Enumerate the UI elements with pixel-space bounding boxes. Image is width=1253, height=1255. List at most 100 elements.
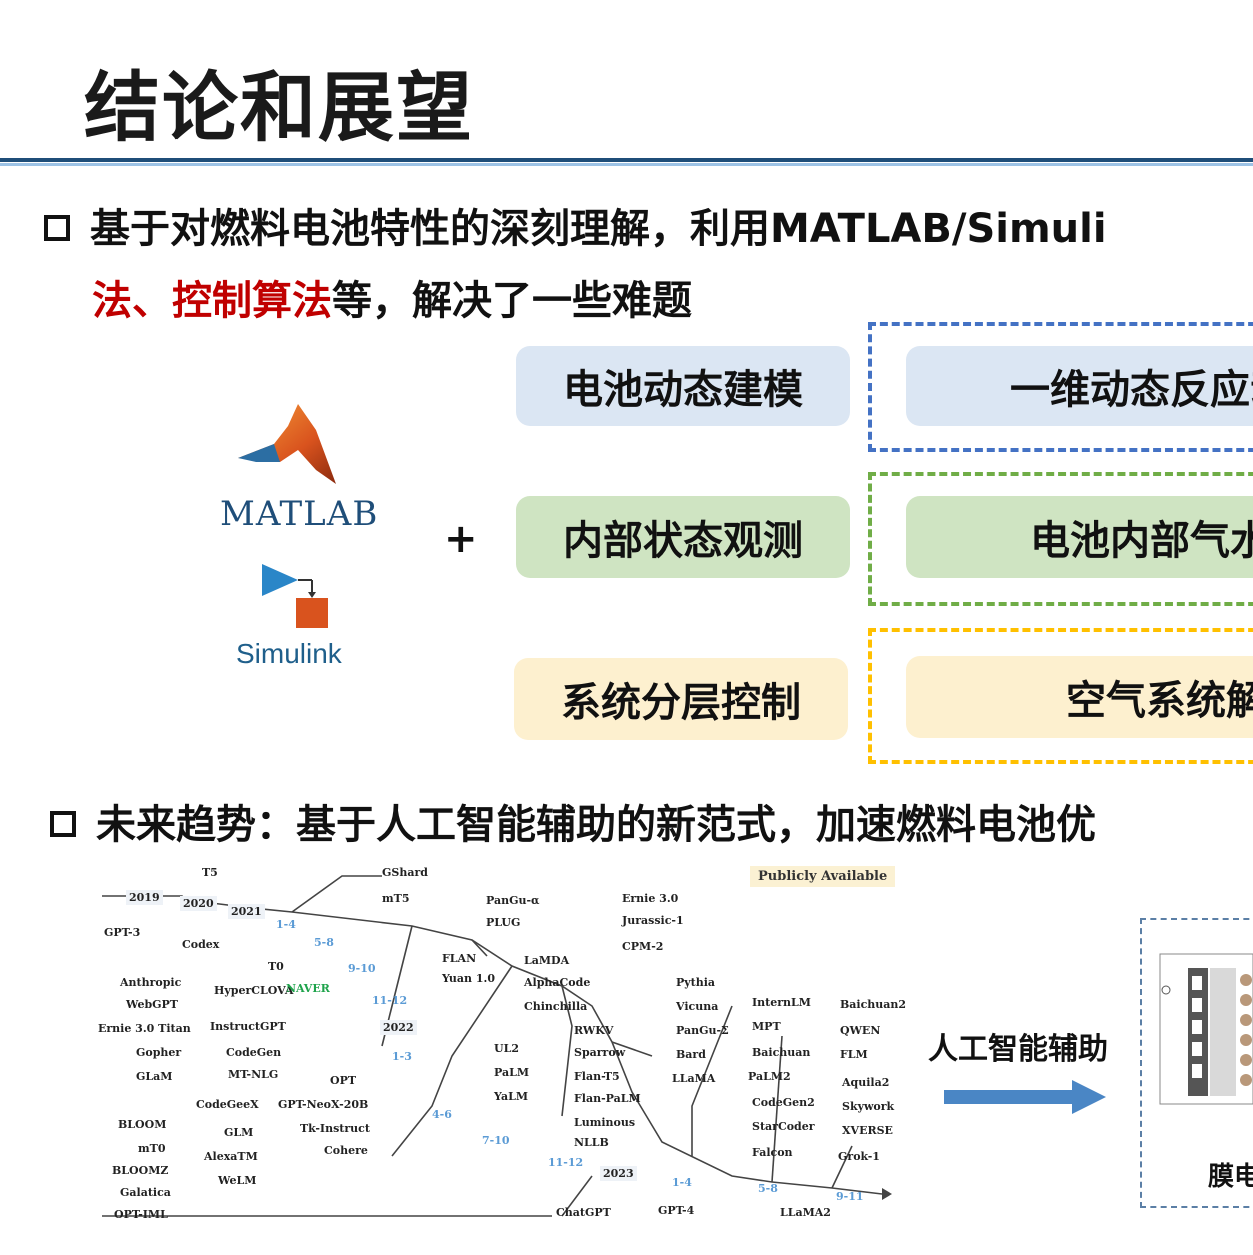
year-2022: 2022: [380, 1020, 417, 1035]
simulink-wordmark: Simulink: [236, 638, 342, 669]
model-label: PLUG: [486, 916, 521, 929]
period-marker: 1-3: [392, 1050, 412, 1063]
bullet-1-text: 基于对燃料电池特性的深刻理解，利用MATLAB/Simuli: [90, 206, 1107, 252]
model-label: StarCoder: [752, 1120, 815, 1133]
period-marker: 7-10: [482, 1134, 510, 1147]
bullet-checkbox-icon: [44, 215, 70, 241]
bullet-1-line-1: 基于对燃料电池特性的深刻理解，利用MATLAB/Simuli: [44, 196, 1107, 254]
model-label: PaLM2: [748, 1070, 791, 1083]
model-label: WebGPT: [126, 998, 178, 1011]
model-label: AlphaCode: [524, 976, 591, 989]
plus-sign: +: [444, 516, 478, 562]
model-label: CPM-2: [622, 940, 664, 953]
right-arrow-icon: [944, 1080, 1106, 1114]
bullet-1-rest: 等，解决了一些难题: [332, 278, 692, 324]
membrane-caption: 膜电: [1208, 1162, 1253, 1192]
model-label: CodeGen2: [752, 1096, 815, 1109]
model-label: Flan-PaLM: [574, 1092, 641, 1105]
model-label: Codex: [182, 938, 220, 951]
model-label: Chinchilla: [524, 1000, 588, 1013]
model-label: InstructGPT: [210, 1020, 286, 1033]
model-label: FLAN: [442, 952, 477, 965]
year-2023: 2023: [600, 1166, 637, 1181]
model-label: OPT: [330, 1074, 357, 1087]
model-label: mT5: [382, 892, 410, 905]
model-label: Baichuan2: [840, 998, 907, 1011]
model-label: GShard: [382, 866, 428, 879]
model-label: UL2: [494, 1042, 519, 1055]
model-label: Yuan 1.0: [442, 972, 495, 985]
year-2021: 2021: [228, 904, 265, 919]
page-title: 结论和展望: [84, 63, 474, 152]
model-label: mT0: [138, 1142, 166, 1155]
model-label: Sparrow: [574, 1046, 626, 1059]
model-label: Anthropic: [120, 976, 182, 989]
model-label: GLM: [224, 1126, 254, 1139]
model-label: InternLM: [752, 996, 811, 1009]
bullet-checkbox-icon: [50, 811, 76, 837]
pill-internal-gas-water: 电池内部气水: [906, 496, 1253, 578]
model-label: Falcon: [752, 1146, 793, 1159]
dashed-frame-yellow: [868, 628, 1253, 764]
model-label: GPT-4: [658, 1204, 695, 1217]
dashed-frame-blue: [868, 322, 1253, 452]
model-label: RWKV: [574, 1024, 614, 1037]
model-label: Gopher: [136, 1046, 182, 1059]
model-label: Luminous: [574, 1116, 636, 1129]
membrane-panel-frame: [1140, 918, 1253, 1208]
model-label: Galatica: [120, 1186, 171, 1199]
model-label: PanGu-Σ: [676, 1024, 729, 1037]
bullet-1-line-2: 法、控制算法等，解决了一些难题: [92, 268, 692, 326]
model-label: Baichuan: [752, 1046, 811, 1059]
model-label: WeLM: [218, 1174, 257, 1187]
model-label: Ernie 3.0 Titan: [98, 1022, 191, 1035]
matlab-logo-icon: [238, 404, 336, 484]
model-label: XVERSE: [842, 1124, 893, 1137]
model-label: T5: [202, 866, 218, 879]
period-marker: 9-10: [348, 962, 376, 975]
period-marker: 5-8: [314, 936, 334, 949]
model-label: Bard: [676, 1048, 706, 1061]
bullet-1-highlight: 法、控制算法: [92, 278, 332, 324]
period-marker: 1-4: [672, 1176, 692, 1189]
model-label: GPT-3: [104, 926, 141, 939]
model-label: NAVER: [286, 982, 330, 995]
model-label: CodeGen: [226, 1046, 282, 1059]
ai-assist-label: 人工智能辅助: [928, 1032, 1108, 1067]
pill-air-system: 空气系统解: [906, 656, 1253, 738]
model-label: FLM: [840, 1048, 868, 1061]
model-label: CodeGeeX: [196, 1098, 259, 1111]
model-label: GLaM: [136, 1070, 173, 1083]
model-label: NLLB: [574, 1136, 609, 1149]
period-marker: 4-6: [432, 1108, 452, 1121]
model-label: BLOOM: [118, 1118, 167, 1131]
model-label: Skywork: [842, 1100, 895, 1113]
model-label: Flan-T5: [574, 1070, 620, 1083]
model-label: YaLM: [494, 1090, 529, 1103]
period-marker: 1-4: [276, 918, 296, 931]
bullet-2-text: 未来趋势：基于人工智能辅助的新范式，加速燃料电池优: [96, 802, 1096, 848]
year-2019: 2019: [126, 890, 163, 905]
model-label: Tk-Instruct: [300, 1122, 370, 1135]
model-label: ChatGPT: [556, 1206, 611, 1219]
model-label: Grok-1: [838, 1150, 880, 1163]
membrane-electrode-diagram: [1159, 953, 1253, 1105]
dashed-frame-green: [868, 472, 1253, 606]
model-label: AlexaTM: [204, 1150, 258, 1163]
bullet-2-line: 未来趋势：基于人工智能辅助的新范式，加速燃料电池优: [50, 792, 1096, 850]
model-label: GPT-NeoX-20B: [278, 1098, 369, 1111]
pill-dynamic-modeling: 电池动态建模: [516, 346, 850, 426]
model-label: LLaMA2: [780, 1206, 831, 1219]
period-marker: 9-11: [836, 1190, 864, 1203]
model-label: QWEN: [840, 1024, 881, 1037]
model-label: Pythia: [676, 976, 716, 989]
model-label: Ernie 3.0: [622, 892, 679, 905]
simulink-logo-icon: [262, 564, 328, 628]
period-marker: 11-12: [372, 994, 408, 1007]
model-label: T0: [268, 960, 284, 973]
model-label: Vicuna: [676, 1000, 719, 1013]
pill-hierarchical-control: 系统分层控制: [514, 658, 848, 740]
year-2020: 2020: [180, 896, 217, 911]
model-label: BLOOMZ: [112, 1164, 169, 1177]
pill-state-observation: 内部状态观测: [516, 496, 850, 578]
